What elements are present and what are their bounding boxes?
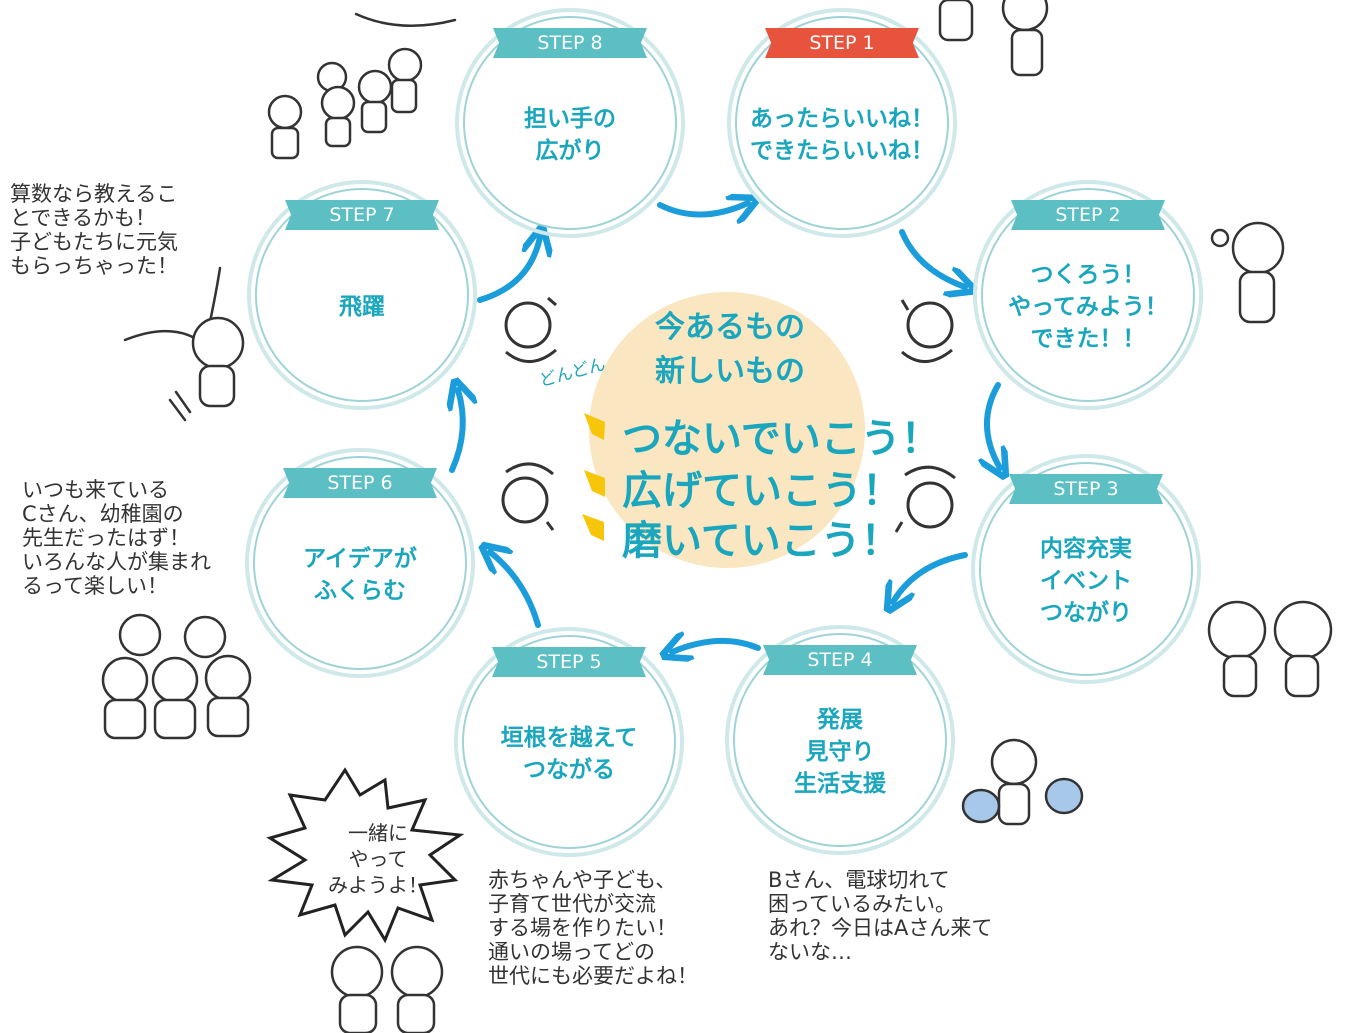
arrow-6-to-7 [452, 390, 463, 473]
center-line-1: 今あるもの [655, 310, 805, 345]
step7-quote: 算数なら教えるこ とできるかも！ 子どもたちに元気 もらっちゃった！ [10, 182, 178, 278]
center-circle [589, 292, 865, 568]
step-8-text: 担い手の 広がり [524, 106, 616, 164]
speech-burst-text: 一緒に やって みようよ！ [328, 821, 428, 897]
shouting-pair-icon [330, 945, 444, 1033]
arrow-8-to-1 [657, 203, 748, 215]
arrow-5-to-6 [490, 552, 541, 628]
step-3-circle: STEP 3 内容充実 イベント つながり [971, 454, 1201, 684]
step6-quote: いつも来ている Cさん、幼稚園の 先生だったはず！ いろんな人が集まれ るって楽… [22, 478, 211, 598]
arrow-1-to-2 [899, 229, 965, 287]
person-pair-icon [938, 0, 1049, 77]
step4-quote: Bさん、電球切れて 困っているみたい。 あれ？今日はAさん来て ないな… [768, 868, 993, 964]
speech-burst-shape [266, 767, 465, 944]
step-7-tab: STEP 7 [285, 200, 439, 230]
character-illustrations [101, 0, 1333, 1033]
step-4-circle: STEP 4 発展 見守り 生活支援 [725, 625, 955, 855]
crowd-icon [101, 613, 252, 740]
center-line-2: 新しいもの [655, 354, 805, 389]
table-figure-icons [501, 296, 956, 533]
step-5-tab: STEP 5 [492, 647, 646, 677]
step-6-tab: STEP 6 [283, 468, 437, 498]
slogan-polish: 磨いていこう！ [622, 518, 901, 564]
step-2-circle: STEP 2 つくろう！ やってみよう！ できた！！ [973, 180, 1203, 410]
step-4-tab: STEP 4 [763, 645, 917, 675]
cheering-person-icon [1210, 221, 1285, 324]
step-3-tab: STEP 3 [1009, 474, 1163, 504]
sparkle-icon [582, 514, 604, 541]
step-8-tab: STEP 8 [493, 28, 647, 58]
sparkle-icons [582, 413, 605, 541]
step-4-text: 発展 見守り 生活支援 [794, 707, 886, 797]
step-8-circle: STEP 8 担い手の 広がり [455, 8, 685, 238]
arrow-2-to-3 [987, 382, 1000, 468]
arrow-3-to-4 [893, 552, 968, 602]
person-topview-icon [900, 299, 954, 363]
sparkle-icon [584, 470, 605, 497]
cycle-arrows [452, 203, 1000, 652]
step-1-tab: STEP 1 [765, 28, 919, 58]
slogan-expand: 広げていこう！ [622, 468, 902, 514]
sparkle-icon [584, 413, 605, 440]
step-5-text: 垣根を越えて つながる [500, 725, 638, 783]
person-topview-icon [501, 462, 555, 531]
person-topview-icon [894, 465, 956, 533]
arrow-7-to-8 [477, 237, 540, 303]
running-pair-icon [1207, 600, 1333, 698]
step-1-circle: STEP 1 あったらいいね！ できたらいいね！ [727, 8, 957, 238]
step-7-text: 飛躍 [339, 294, 385, 320]
step-3-text: 内容充実 イベント つながり [1040, 536, 1132, 626]
step-1-text: あったらいいね！ できたらいいね！ [750, 106, 934, 164]
step-6-circle: STEP 6 アイデアが ふくらむ [245, 448, 475, 678]
step-5-circle: STEP 5 垣根を越えて つながる [454, 627, 684, 857]
jumping-person-icon [123, 266, 245, 422]
walking-group-icon [267, 12, 457, 160]
person-with-bags-icon [961, 738, 1084, 826]
step-2-tab: STEP 2 [1011, 200, 1165, 230]
step5-quote: 赤ちゃんや子ども、 子育て世代が交流 する場を作りたい！ 通いの場ってどの 世代… [488, 868, 698, 988]
slogan-connect: つないでいこう！ [622, 416, 941, 462]
step-6-text: アイデアが ふくらむ [303, 546, 417, 604]
arrow-4-to-5 [672, 641, 761, 652]
step-2-text: つくろう！ やってみよう！ できた！！ [1008, 262, 1168, 352]
person-topview-icon [504, 296, 557, 363]
step-7-circle: STEP 7 飛躍 [247, 180, 477, 410]
